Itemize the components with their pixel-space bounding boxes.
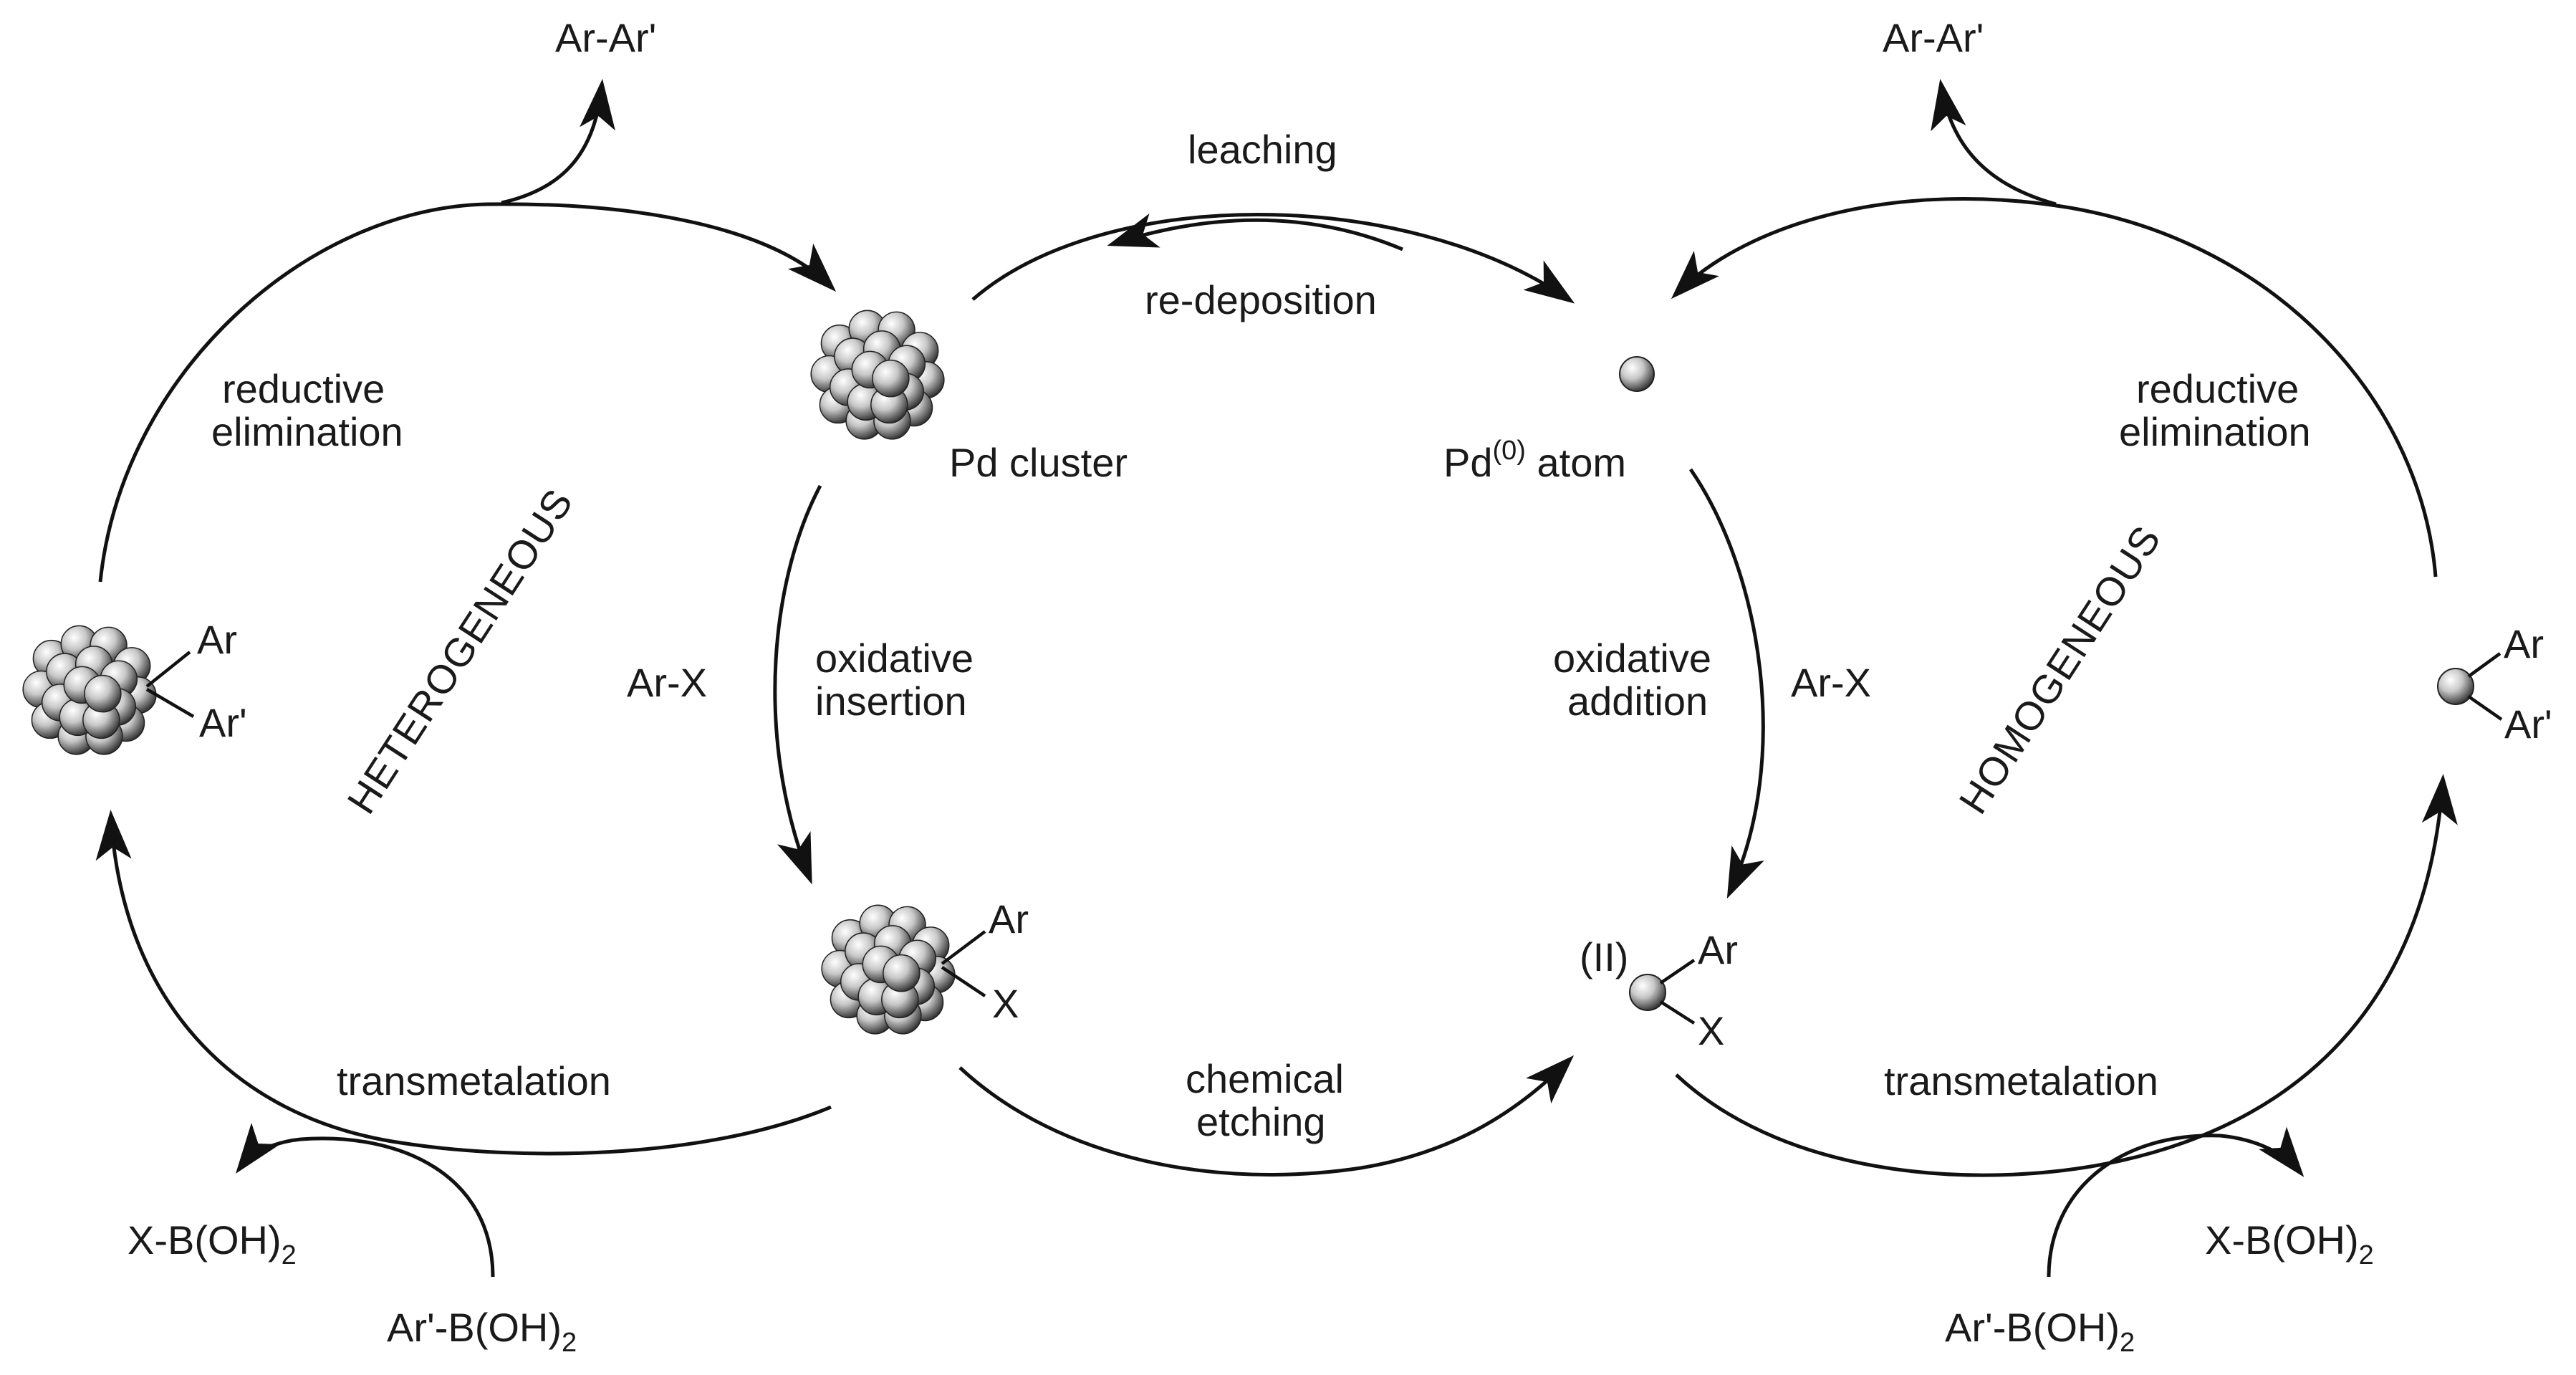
bond-bottom-x [941,966,986,997]
transmetalation-left-label: transmetalation [337,1058,611,1103]
boronic-byproduct-right-sub: 2 [2359,1240,2374,1270]
product-label-left: Ar-Ar' [555,15,656,60]
boronic-reagent-left-main: Ar'-B(OH) [387,1305,562,1350]
pd-atom-label: Pd(0) atom [1443,436,1626,485]
arc-chemical-etching [958,1055,1575,1177]
arc-boronic-in-right [2047,1126,2305,1278]
arc-boronic-in-left [235,1123,495,1278]
pd2-oxidation-state-label: (II) [1580,934,1628,979]
cluster-bottom-x-label: X [992,981,1019,1026]
arc-oxidative-insertion [773,484,822,885]
boronic-reagent-right-main: Ar'-B(OH) [1945,1305,2120,1350]
bond-right-ar [2467,652,2501,678]
pd-cluster-icon [810,310,945,440]
boronic-reagent-right: Ar'-B(OH)2 [1945,1305,2135,1358]
pd2-ar-label: Ar [1698,927,1738,972]
leaching-label: leaching [1188,127,1337,172]
boronic-byproduct-right: X-B(OH)2 [2205,1217,2374,1270]
pd-right-arp-label: Ar' [2504,701,2552,747]
ar-x-right-label: Ar-X [1791,660,1871,705]
reductive-elimination-right-line1: reductive [2136,366,2299,411]
pd2-atom-icon [1629,974,1666,1011]
cluster-bottom-ar-label: Ar [989,896,1029,942]
pd-atom-icon [1619,356,1655,392]
homogeneous-label: HOMOGENEOUS [1950,517,2169,822]
chemical-etching-line1: chemical [1186,1056,1344,1101]
reductive-elimination-left-line1: reductive [222,366,385,411]
bond-left-arp [145,688,195,718]
boronic-byproduct-left-main: X-B(OH) [128,1217,282,1263]
boronic-byproduct-left-sub: 2 [282,1240,297,1270]
bond-pd2-ar [1659,959,1696,984]
arc-re-deposition [1107,213,1403,251]
reductive-elimination-right-line2: elimination [2119,409,2311,454]
transmetalation-right-label: transmetalation [1884,1058,2158,1103]
boronic-reagent-left-sub: 2 [562,1328,577,1358]
pd-cluster-diaryl-icon [22,625,157,755]
cluster-left-ar-label: Ar [197,617,237,662]
cluster-left-arp-label: Ar' [199,700,247,745]
bond-left-ar [145,651,191,688]
boronic-reagent-right-sub: 2 [2120,1328,2135,1358]
boronic-byproduct-right-main: X-B(OH) [2205,1217,2359,1263]
reductive-elimination-left-line2: elimination [211,409,403,454]
arc-oxidative-addition [1688,468,1765,899]
arc-reductive-elimination-left [98,202,837,583]
pd-atom-label-suffix: atom [1526,440,1626,485]
arc-product-release-right [1931,79,2057,206]
boronic-reagent-left: Ar'-B(OH)2 [387,1305,577,1358]
product-label-right: Ar-Ar' [1883,15,1984,60]
pd2-x-label: X [1698,1008,1724,1053]
pd-right-ar-label: Ar [2504,621,2544,666]
pd-atom-label-sup: (0) [1493,436,1526,466]
bond-right-arp [2467,695,2503,721]
bond-pd2-x [1659,1000,1696,1025]
arc-reductive-elimination-right [1671,197,2438,578]
heterogeneous-label: HETEROGENEOUS [338,481,582,822]
bond-bottom-ar [941,930,986,965]
pd-cluster-label: Pd cluster [949,440,1128,485]
oxidative-insertion-line1: oxidative [815,636,974,681]
pd-atom-label-prefix: Pd [1443,440,1493,485]
arc-transmetalation-right [1675,774,2458,1177]
arc-leaching [971,213,1575,304]
pd-cluster-aryl-halide-icon [821,904,956,1035]
oxidative-insertion-line2: insertion [815,679,967,724]
re-deposition-label: re-deposition [1145,277,1377,322]
boronic-byproduct-left: X-B(OH)2 [128,1217,297,1270]
arc-product-release-left [501,79,615,205]
oxidative-addition-line1: oxidative [1553,636,1711,681]
oxidative-addition-line2: addition [1567,679,1708,724]
arc-transmetalation-left [95,810,832,1156]
ar-x-left-label: Ar-X [627,660,707,705]
pd-diaryl-atom-icon [2437,668,2474,705]
chemical-etching-line2: etching [1196,1099,1326,1144]
